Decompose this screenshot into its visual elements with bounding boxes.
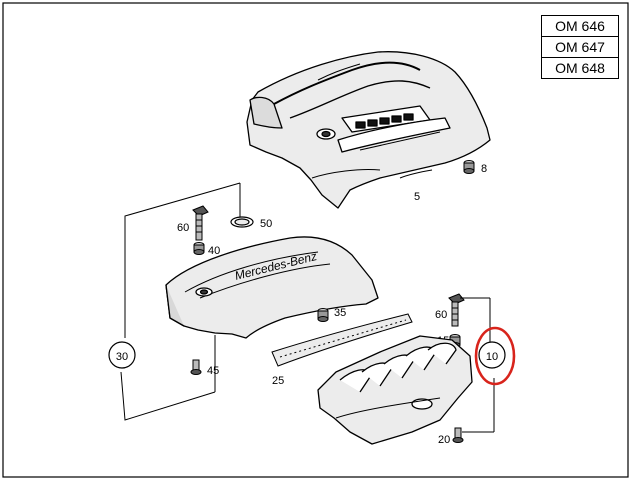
callout-25-label: 25 [272,375,284,387]
callout-5-label: 5 [414,191,420,203]
part-60-bolt-upper[interactable] [192,205,209,241]
part-25-seal-strip[interactable] [271,313,413,367]
part-60-bolt-lower[interactable] [448,293,465,327]
part-35-grommet[interactable] [317,308,329,322]
part-30-middle-cover[interactable] [165,236,379,339]
model-cell: OM 648 [541,57,619,79]
engine-model-table: OM 646 OM 647 OM 648 [541,15,619,79]
part-45-stud[interactable] [190,359,202,375]
callout-45-label: 45 [207,365,219,377]
model-row: OM 647 [541,36,619,58]
part-8-grommet[interactable] [463,160,475,174]
group-bracket-10 [460,297,495,433]
part-10-intake-cover[interactable] [317,335,473,445]
part-20-stud[interactable] [452,427,464,443]
group-bracket-30 [120,182,241,421]
model-cell: OM 646 [541,15,619,37]
part-50-washer[interactable] [230,216,254,228]
callout-60a-label: 60 [177,222,189,234]
part-40-grommet[interactable] [193,242,205,255]
model-cell: OM 647 [541,36,619,58]
callout-20-label: 20 [438,434,450,446]
model-row: OM 648 [541,57,619,79]
part-5-upper-cover[interactable] [246,51,491,209]
callout-10-circle[interactable] [478,341,506,369]
callout-30-label: 30 [116,351,128,363]
model-row: OM 646 [541,15,619,37]
callout-60b-label: 60 [435,309,447,321]
callout-50-label: 50 [260,218,272,230]
highlight-ring [474,326,516,386]
callout-35-label: 35 [334,307,346,319]
callout-8-label: 8 [481,163,487,175]
callout-40-label: 40 [208,245,220,257]
callout-10-label: 10 [486,351,498,363]
callout-30-circle[interactable] [108,341,136,369]
